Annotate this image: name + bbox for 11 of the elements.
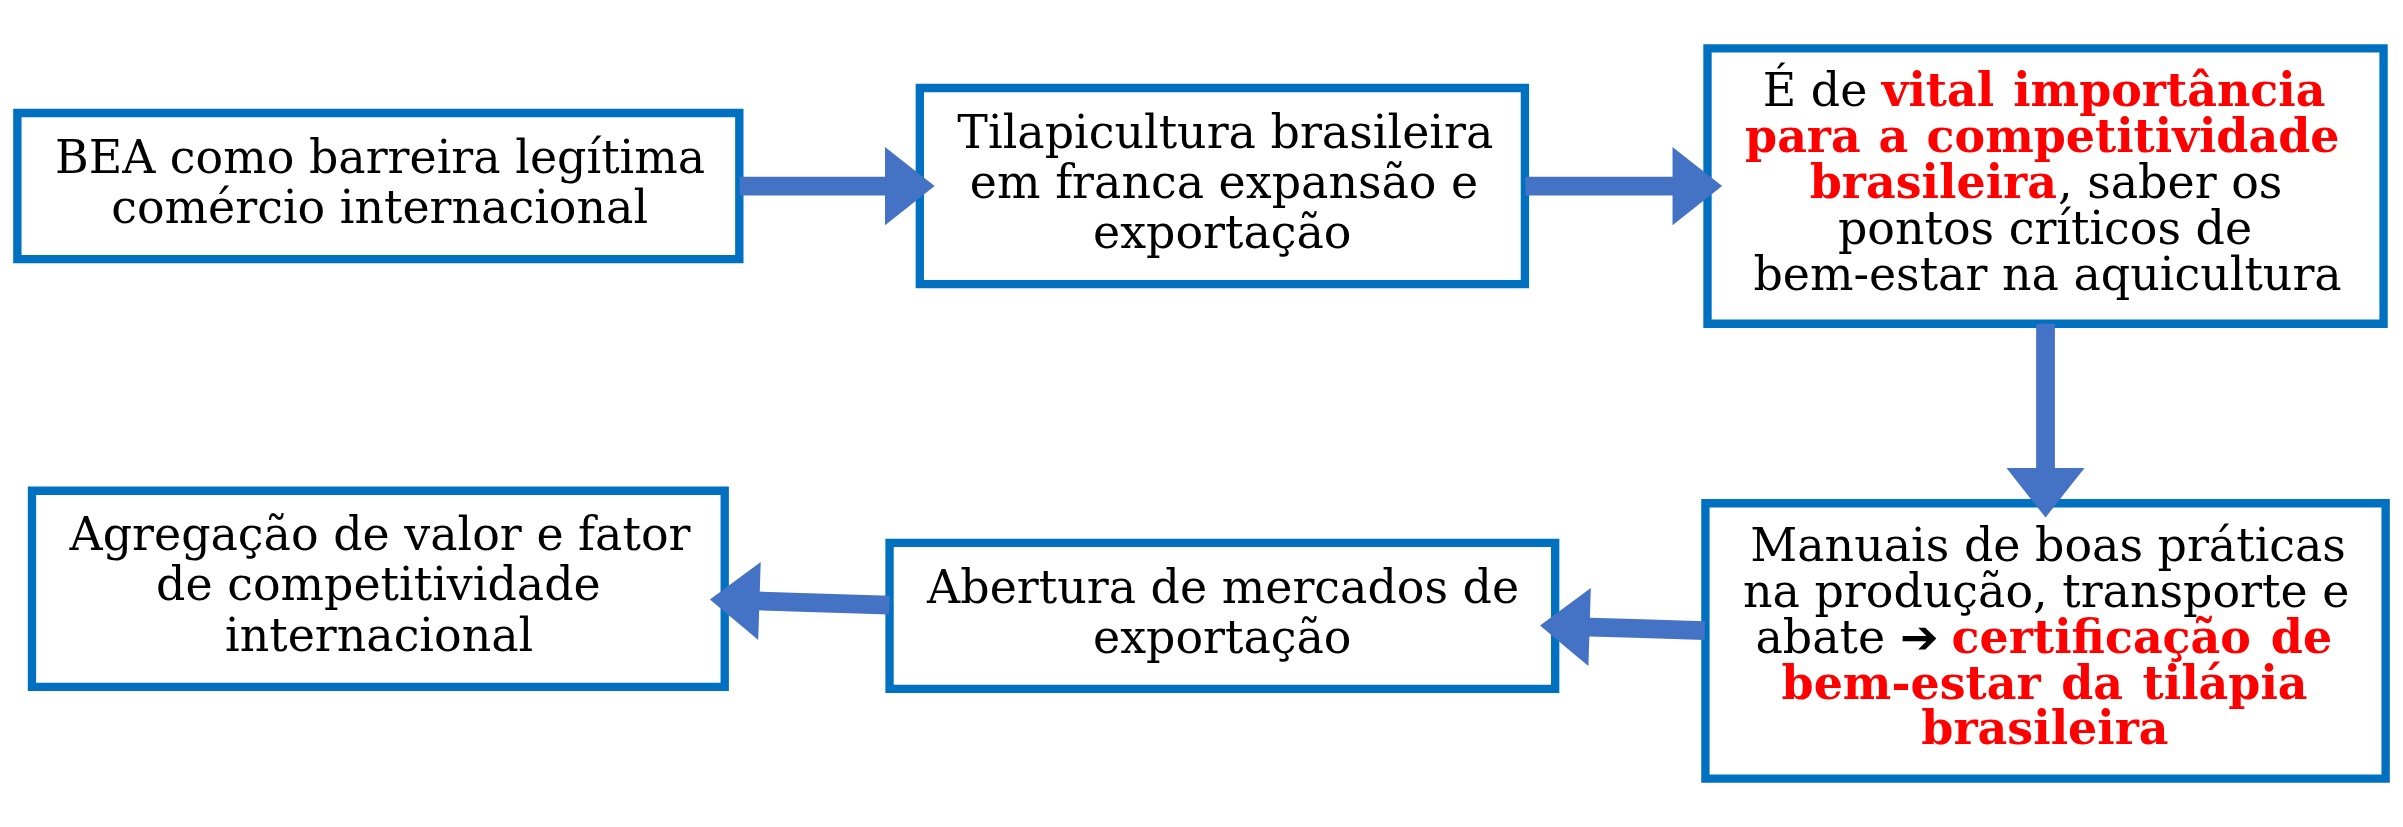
arrow: [2006, 323, 2085, 518]
node-box: É de vital importância para a competitividade brasileira, saber os pontos críticos de bem-estar na aquicultura: [1703, 44, 2388, 328]
node-box: Agregação de valor e fator de competitividade internacional: [27, 486, 729, 691]
arrow: [739, 147, 935, 226]
arrow: [1540, 588, 1706, 667]
node-box: BEA como barreira legítima comércio internacional: [13, 108, 744, 264]
arrow: [1525, 147, 1723, 226]
node-box: Abertura de mercados de exportação: [885, 538, 1560, 694]
node-box: Tilapicultura brasileira em franca expansão e exportação: [915, 83, 1530, 289]
node-box: Manuais de boas práticas na produção, transporte e abate ➔ certificação de bem-estar da tilápia brasileira: [1701, 499, 2390, 783]
arrow: [709, 562, 890, 641]
